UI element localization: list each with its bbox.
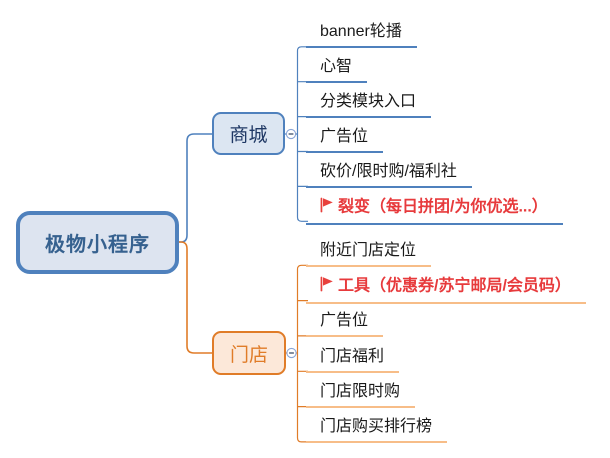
subtopic-label: banner轮播	[320, 23, 402, 41]
subtopic[interactable]: banner轮播	[306, 22, 417, 49]
stubs-store	[286, 300, 308, 408]
connector-root-to-store	[179, 241, 212, 354]
branch-topic-store[interactable]: 门店	[212, 331, 286, 375]
subtopic[interactable]: 门店福利	[306, 347, 400, 373]
branch-topic-label: 门店	[229, 344, 268, 366]
collapse-button-mall[interactable]	[285, 128, 297, 140]
subtopic-label: 门店购买排行榜	[320, 418, 433, 436]
subtopic-label: 砍价/限时购/福利社	[320, 162, 457, 180]
subtopic-label: 广告位	[320, 127, 369, 145]
collapse-button-store[interactable]	[286, 347, 297, 359]
subtopic[interactable]: 广告位	[306, 127, 384, 153]
subtopic-label: 工具（优惠券/苏宁邮局/会员码）	[338, 277, 571, 295]
subtopic-label: 门店福利	[320, 347, 385, 365]
subtopic-label: 心智	[320, 58, 353, 76]
flag-icon	[320, 197, 333, 219]
subtopic[interactable]: 广告位	[306, 311, 384, 338]
subtopic[interactable]: 附近门店定位	[306, 241, 432, 267]
subtopic[interactable]: 门店购买排行榜	[306, 417, 448, 444]
subtopic-label: 广告位	[320, 312, 369, 330]
subtopic[interactable]: 心智	[306, 57, 368, 84]
stubs-mall	[285, 81, 308, 187]
subtopic-label: 分类模块入口	[320, 93, 417, 111]
subtopic-label: 门店限时购	[320, 383, 401, 401]
subtopic[interactable]: 工具（优惠券/苏宁邮局/会员码）	[306, 276, 586, 305]
branch-topic-label: 商城	[229, 125, 268, 146]
root-topic[interactable]: 极物小程序	[16, 211, 179, 274]
connector-root-to-mall	[179, 133, 212, 243]
subtopic[interactable]: 分类模块入口	[306, 92, 432, 119]
root-topic-label: 极物小程序	[45, 234, 150, 256]
flag-icon	[320, 276, 333, 298]
subtopic-label: 裂变（每日拼团/为你优选...）	[338, 198, 548, 216]
subtopic[interactable]: 门店限时购	[306, 382, 416, 409]
subtopic[interactable]: 裂变（每日拼团/为你优选...）	[306, 197, 563, 225]
branch-topic-mall[interactable]: 商城	[212, 112, 285, 155]
subtopic-label: 附近门店定位	[320, 241, 417, 259]
subtopic[interactable]: 砍价/限时购/福利社	[306, 162, 472, 188]
